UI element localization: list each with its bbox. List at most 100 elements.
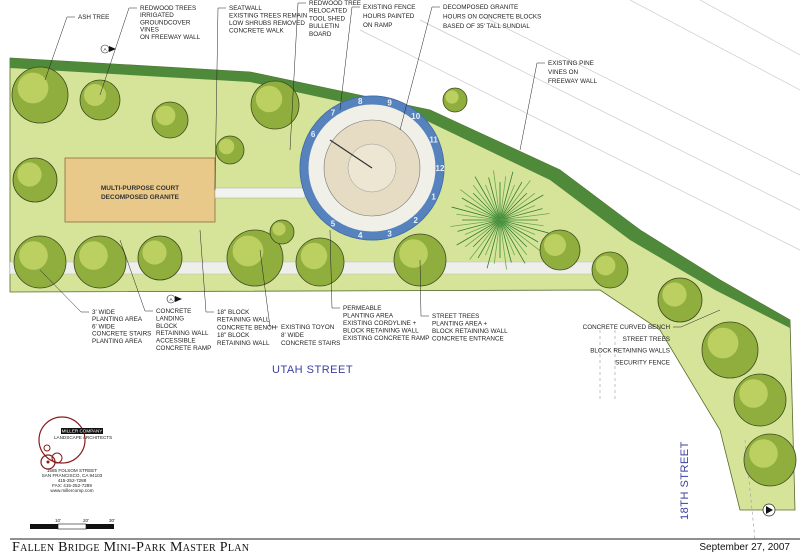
logo-name-bar <box>61 428 103 434</box>
callout-label: EXISTING CONCRETE RAMP <box>343 335 429 342</box>
callout-label: BULLETIN <box>309 23 340 30</box>
callout-label: 8' WIDE <box>281 332 304 339</box>
callout-label: BLOCK RETAINING WALL <box>343 328 419 335</box>
sundial-hour-number: 2 <box>413 216 418 225</box>
leader-line <box>199 229 214 313</box>
callout-label: ASH TREE <box>78 14 109 21</box>
company-phone: 415-252-7288 <box>58 478 87 483</box>
callout-label: LOW SHRUBS REMOVED <box>229 20 305 27</box>
callout-label: CONCRETE STAIRS <box>92 331 151 338</box>
existing-pine-tree <box>450 170 550 270</box>
company-address2: SAN FRANCISCO, CA 94103 <box>42 473 103 478</box>
callout-label: EXISTING TREES REMAIN <box>229 13 308 20</box>
trees <box>11 66 797 487</box>
callout-label: RETAINING WALL <box>217 340 270 347</box>
leader-line <box>214 7 226 191</box>
north-arrow-icon <box>762 503 776 517</box>
callout-label: HOURS ON CONCRETE BLOCKS <box>443 14 541 21</box>
callout-label: STREET TREES <box>623 336 670 343</box>
callout-label: EXISTING FENCE <box>363 4 415 11</box>
callout-label: CONCRETE WALK <box>229 28 284 35</box>
callout-label: BLOCK RETAINING WALL <box>432 328 508 335</box>
sundial-hour-number: 11 <box>429 135 438 144</box>
callout-label: 6' WIDE <box>92 323 115 330</box>
callout-label: STREET TREES <box>432 313 479 320</box>
leader-line <box>99 7 137 96</box>
callout-label: VINES ON <box>548 69 579 76</box>
leader-line <box>399 6 440 131</box>
callout-label: IRRIGATED <box>140 12 174 19</box>
callout-label: RELOCATED <box>309 8 347 15</box>
callout-label: BLOCK <box>156 323 178 330</box>
callout-label: EXISTING CORDYLINE + <box>343 320 417 327</box>
callout-label: REDWOOD TREE <box>309 0 361 7</box>
leader-line <box>419 259 429 317</box>
callout-label: PLANTING AREA <box>343 313 394 320</box>
callout-label: PLANTING AREA <box>92 338 143 345</box>
callout-label: ACCESSIBLE <box>156 338 196 345</box>
callout-label: 18" BLOCK <box>217 309 250 316</box>
leader-line <box>329 229 340 309</box>
leader-line <box>259 249 278 328</box>
callout-label: CONCRETE ENTRANCE <box>432 336 504 343</box>
scale-bar: 10' 20' 30' <box>30 518 115 530</box>
callout-label: BLOCK RETAINING WALLS <box>590 348 670 355</box>
sundial-hour-number: 6 <box>311 130 316 139</box>
callout-label: 18" BLOCK <box>217 332 250 339</box>
plan-title: Fallen Bridge Mini-Park Master Plan <box>12 540 250 555</box>
freeway-lines <box>359 0 800 251</box>
eighteenth-street-edge <box>599 330 756 541</box>
svg-text:A: A <box>169 297 173 302</box>
callout-label: FREEWAY WALL <box>548 78 597 85</box>
sundial <box>299 95 445 241</box>
sundial-hour-number: 4 <box>358 231 363 240</box>
callout-label: PLANTING AREA <box>92 316 143 323</box>
eighteenth-street-label: 18TH STREET <box>679 441 691 520</box>
concrete-walk <box>214 187 306 199</box>
scale-label-20: 20' <box>83 518 89 523</box>
callout-label: CONCRETE BENCH <box>217 324 277 331</box>
callout-label: BASED OF 35' TALL SUNDIAL <box>443 23 530 30</box>
callout-label: CONCRETE STAIRS <box>281 340 340 347</box>
court-label-line1: MULTI-PURPOSE COURT <box>101 185 179 192</box>
sundial-hour-number: 3 <box>387 230 392 239</box>
leader-line <box>39 269 89 313</box>
callout-label: BOARD <box>309 31 332 38</box>
plan-date: September 27, 2007 <box>699 542 790 553</box>
scale-label-30: 30' <box>109 518 115 523</box>
callout-label: VINES <box>140 27 159 34</box>
company-web: www.millercomp.com <box>50 488 93 493</box>
sundial-hour-number: 9 <box>387 98 392 107</box>
section-marker-bottom: A <box>166 294 182 304</box>
leader-line <box>339 6 360 111</box>
sundial-hour-number: 8 <box>358 97 363 106</box>
callout-label: PERMEABLE <box>343 305 382 312</box>
callout-label: CONCRETE CURVED BENCH <box>583 324 671 331</box>
callout-group: REDWOOD TREESIRRIGATEDGROUNDCOVERVINESON… <box>140 5 201 41</box>
sundial-hour-number: 10 <box>411 112 420 121</box>
leader-line <box>519 62 545 151</box>
section-marker-top: A <box>100 44 116 54</box>
scale-label-10: 10' <box>55 518 61 523</box>
callout-group: CONCRETE CURVED BENCH STREET TREES BLOCK R… <box>583 324 671 366</box>
leader-line <box>289 2 306 151</box>
sundial-hour-number: 7 <box>331 108 336 117</box>
callout-label: CONCRETE RAMP <box>156 345 211 352</box>
company-name: MILLER COMPANY <box>62 429 103 434</box>
callout-label: REDWOOD TREES <box>140 5 196 12</box>
sundial-gnomon <box>329 139 373 169</box>
callout-label: SEATWALL <box>229 5 262 12</box>
svg-text:A: A <box>103 47 107 52</box>
callout-label: TOOL SHED <box>309 15 345 22</box>
callout-label: HOURS PAINTED <box>363 13 415 20</box>
